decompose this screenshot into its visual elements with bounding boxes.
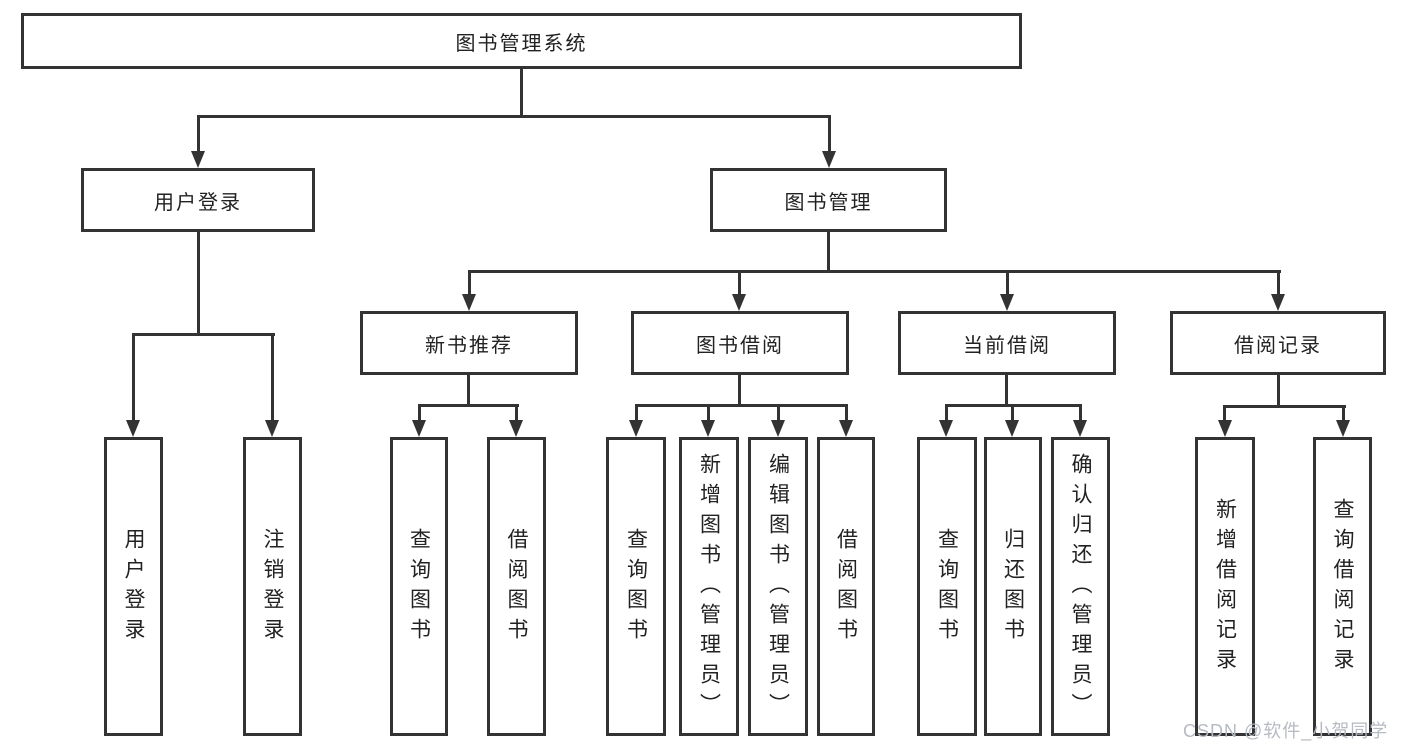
node-new-book-recommendation: 新书推荐 — [360, 311, 578, 375]
arrowhead-query-book-2 — [629, 420, 643, 437]
edge-stem-new-book — [468, 270, 471, 296]
edge-currentborrow-vertical — [1005, 375, 1008, 406]
arrowhead-current-borrow — [1000, 294, 1014, 311]
edge-stem-add-book — [707, 404, 710, 422]
edge-bookmgmt-vertical — [827, 232, 830, 273]
node-current-borrowing: 当前借阅 — [898, 311, 1116, 375]
edge-stem-return-book — [1011, 404, 1014, 422]
node-user-login: 用户登录 — [81, 168, 315, 232]
arrowhead-borrow-book-1 — [509, 420, 523, 437]
leaf-query-book-recommend: 查询图书 — [390, 437, 448, 736]
leaf-edit-book-admin: 编辑图书（管理员） — [748, 437, 808, 736]
edge-bookmgmt-horizontal — [469, 270, 1281, 273]
edge-stem-query-book-3 — [945, 404, 948, 422]
edge-stem-book-management — [828, 115, 831, 153]
edge-stem-borrow-book-1 — [515, 404, 518, 422]
arrowhead-confirm-return — [1073, 420, 1087, 437]
arrowhead-query-book-1 — [412, 420, 426, 437]
arrowhead-new-book — [462, 294, 476, 311]
leaf-return-book: 归还图书 — [984, 437, 1042, 736]
edge-stem-logout-leaf — [271, 333, 274, 422]
arrowhead-query-record — [1336, 420, 1350, 437]
edge-userlogin-horizontal — [132, 333, 275, 336]
arrowhead-add-record — [1218, 420, 1232, 437]
arrowhead-query-book-3 — [939, 420, 953, 437]
edge-stem-edit-book — [777, 404, 780, 422]
edge-bookborrow-horizontal — [635, 404, 847, 407]
edge-borrowrecords-horizontal — [1223, 405, 1346, 408]
leaf-add-book-admin: 新增图书（管理员） — [679, 437, 739, 736]
edge-stem-query-book-1 — [418, 404, 421, 422]
arrowhead-borrow-book-2 — [839, 420, 853, 437]
edge-stem-add-record — [1223, 405, 1226, 422]
leaf-query-book-borrowing: 查询图书 — [606, 437, 666, 736]
edge-userlogin-vertical — [197, 232, 200, 336]
edge-newbook-horizontal — [418, 404, 519, 407]
edge-root-vertical — [520, 69, 523, 117]
watermark: CSDN @软件_小贺同学 — [1183, 721, 1389, 741]
edge-stem-query-record — [1342, 405, 1345, 422]
node-borrowing-records: 借阅记录 — [1170, 311, 1386, 375]
arrowhead-user-login — [191, 151, 205, 168]
leaf-logout: 注销登录 — [243, 437, 302, 736]
arrowhead-borrow-records — [1271, 294, 1285, 311]
leaf-user-login: 用户登录 — [104, 437, 163, 736]
node-book-management: 图书管理 — [710, 168, 947, 232]
arrowhead-book-management — [822, 151, 836, 168]
edge-stem-borrow-records — [1277, 270, 1280, 296]
node-book-borrowing: 图书借阅 — [631, 311, 849, 375]
arrowhead-logout-leaf — [265, 420, 279, 437]
edge-stem-borrow-book-2 — [845, 404, 848, 422]
edge-stem-user-login — [197, 115, 200, 153]
edge-borrowrecords-vertical — [1277, 375, 1280, 408]
edge-stem-confirm-return — [1079, 404, 1082, 422]
edge-bookborrow-vertical — [738, 375, 741, 406]
leaf-confirm-return-admin: 确认归还（管理员） — [1051, 437, 1110, 736]
arrowhead-add-book — [701, 420, 715, 437]
edge-stem-login-leaf — [132, 333, 135, 422]
arrowhead-edit-book — [771, 420, 785, 437]
arrowhead-book-borrow — [732, 294, 746, 311]
leaf-query-book-current: 查询图书 — [917, 437, 977, 736]
node-library-management-system: 图书管理系统 — [21, 13, 1022, 69]
leaf-borrow-book-borrowing: 借阅图书 — [817, 437, 875, 736]
arrowhead-login-leaf — [126, 420, 140, 437]
edge-root-horizontal — [197, 115, 831, 118]
leaf-add-borrow-record: 新增借阅记录 — [1195, 437, 1255, 736]
leaf-borrow-book-recommend: 借阅图书 — [487, 437, 546, 736]
edge-stem-book-borrow — [738, 270, 741, 296]
edge-stem-current-borrow — [1006, 270, 1009, 296]
leaf-query-borrow-record: 查询借阅记录 — [1313, 437, 1372, 736]
edge-newbook-vertical — [467, 375, 470, 406]
edge-stem-query-book-2 — [635, 404, 638, 422]
arrowhead-return-book — [1005, 420, 1019, 437]
